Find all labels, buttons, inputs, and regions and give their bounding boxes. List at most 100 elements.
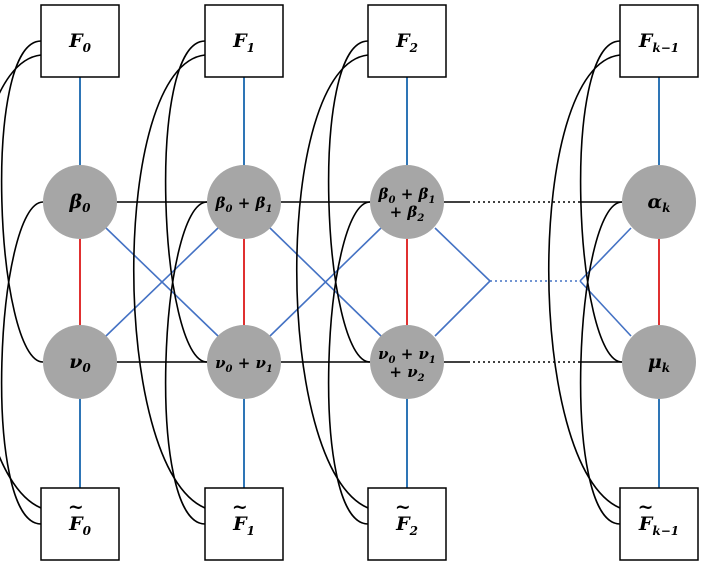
node-top-0-symbol: β	[69, 191, 83, 213]
box-top-3: Fk−1	[619, 4, 699, 78]
loop-botbox-topnode-1	[164, 201, 208, 525]
node-bottom-2-subscript: 1	[429, 355, 436, 366]
node-bottom-1-subscript: 0	[226, 364, 233, 375]
node-top-2-symbol: β	[378, 185, 389, 203]
node-top-3-label-line-0: αk	[648, 191, 671, 215]
box-bottom-3-rect	[619, 487, 699, 561]
node-bottom-2-symbol: ν	[407, 363, 418, 381]
loop-botbox-topnode-3	[579, 201, 623, 525]
loop-topbox-botbox-2	[296, 54, 369, 509]
box-bottom-2: F2~	[367, 487, 447, 561]
node-bottom-2-symbol: +	[389, 363, 407, 381]
node-top-2-symbol: β	[418, 185, 429, 203]
box-top-0-label: F0	[68, 30, 92, 55]
box-top-1: F1	[204, 4, 284, 78]
node-bottom-2-subscript: 0	[389, 355, 396, 366]
node-bottom-1-symbol: ν	[215, 354, 226, 372]
node-bottom-2-symbol: +	[395, 345, 418, 363]
node-bottom-0-circle	[43, 325, 117, 399]
node-top-2-circle	[370, 165, 444, 239]
box-bottom-2-rect	[367, 487, 447, 561]
node-bottom-2-circle	[370, 325, 444, 399]
box-top-1-label: F1	[232, 30, 255, 55]
box-bottom-3: Fk−1~	[619, 487, 699, 561]
node-bottom-2-subscript: 2	[417, 373, 425, 384]
node-top-2-symbol: +	[395, 185, 418, 203]
box-top-3-label-sub: k−1	[652, 41, 679, 55]
node-top-1-symbol: β	[215, 194, 226, 212]
box-top-1-label-base: F	[232, 30, 248, 52]
cross-edge-2-mid-a	[434, 227, 491, 282]
node-top-2-label-line-0: β0 + β1	[378, 185, 436, 206]
node-bottom-1-circle	[207, 325, 281, 399]
box-bottom-0: F0~	[40, 487, 120, 561]
node-top-1-label-line-0: β0 + β1	[215, 194, 273, 215]
box-bottom-3-tilde: ~	[638, 496, 654, 518]
loop-topbox-botnode-0	[0, 40, 44, 363]
node-bottom-2: ν0 + ν1+ ν2	[370, 325, 444, 399]
cross-edge-up-1-2	[269, 227, 382, 337]
box-top-0: F0	[40, 4, 120, 78]
box-top-2-label: F2	[395, 30, 418, 55]
node-bottom-3-circle	[622, 325, 696, 399]
box-bottom-3-label: Fk−1	[638, 513, 679, 538]
node-top-1-symbol: +	[232, 194, 255, 212]
loop-topbox-botbox-1	[133, 54, 206, 509]
node-bottom-1-symbol: +	[232, 354, 255, 372]
box-bottom-1-label: F1	[232, 513, 255, 538]
node-top-2-subscript: 2	[416, 213, 424, 224]
node-bottom-0-label-line-0: ν0	[69, 351, 91, 375]
node-top-1-symbol: β	[255, 194, 266, 212]
node-bottom-2-label-line-1: + ν2	[389, 363, 424, 384]
box-top-0-rect	[40, 4, 120, 78]
node-top-2-subscript: 0	[389, 195, 396, 206]
node-top-3-circle	[622, 165, 696, 239]
box-bottom-2-label-sub: 2	[409, 524, 418, 538]
box-top-2: F2	[367, 4, 447, 78]
node-top-2-label-line-1: + β2	[390, 203, 425, 224]
box-bottom-3-label-base: F	[638, 513, 654, 535]
node-top-0-circle	[43, 165, 117, 239]
box-top-0-label-sub: 0	[83, 41, 92, 55]
node-bottom-0: ν0	[43, 325, 117, 399]
node-bottom-1: ν0 + ν1	[207, 325, 281, 399]
box-top-2-label-sub: 2	[409, 41, 418, 55]
node-bottom-2-symbol: ν	[378, 345, 389, 363]
loop-topbox-botbox-3	[548, 54, 621, 509]
box-bottom-0-label-base: F	[68, 513, 84, 535]
node-bottom-0-symbol: ν	[69, 351, 82, 373]
node-top-3-subscript: k	[662, 201, 670, 215]
node-top-1-circle	[207, 165, 281, 239]
loop-topbox-botnode-3	[579, 40, 623, 363]
node-top-3: αk	[622, 165, 696, 239]
node-top-3-symbol: α	[648, 191, 663, 213]
box-top-1-rect	[204, 4, 284, 78]
loop-topbox-botnode-1	[164, 40, 208, 363]
node-top-0: β0	[43, 165, 117, 239]
box-top-2-rect	[367, 4, 447, 78]
node-bottom-2-symbol: ν	[419, 345, 430, 363]
node-bottom-3-subscript: k	[662, 361, 670, 375]
node-top-2-symbol: +	[390, 203, 408, 221]
box-top-1-label-sub: 1	[247, 41, 255, 55]
box-bottom-1: F1~	[204, 487, 284, 561]
box-top-3-label: Fk−1	[638, 30, 679, 55]
box-bottom-0-label: F0	[68, 513, 92, 538]
box-top-0-label-base: F	[68, 30, 84, 52]
node-top-1-subscript: 0	[226, 204, 233, 215]
loop-topbox-botnode-2	[327, 40, 371, 363]
box-top-3-rect	[619, 4, 699, 78]
loop-botbox-topnode-0	[0, 201, 44, 525]
node-bottom-1-subscript: 1	[266, 364, 273, 375]
box-bottom-3-label-sub: k−1	[652, 524, 679, 538]
box-top-3-label-base: F	[638, 30, 654, 52]
box-bottom-1-rect	[204, 487, 284, 561]
box-bottom-1-tilde: ~	[232, 496, 248, 518]
node-bottom-3-label-line-0: μk	[648, 351, 670, 375]
node-top-1-subscript: 1	[265, 204, 272, 215]
node-bottom-1-symbol: ν	[256, 354, 267, 372]
box-bottom-2-tilde: ~	[395, 496, 411, 518]
